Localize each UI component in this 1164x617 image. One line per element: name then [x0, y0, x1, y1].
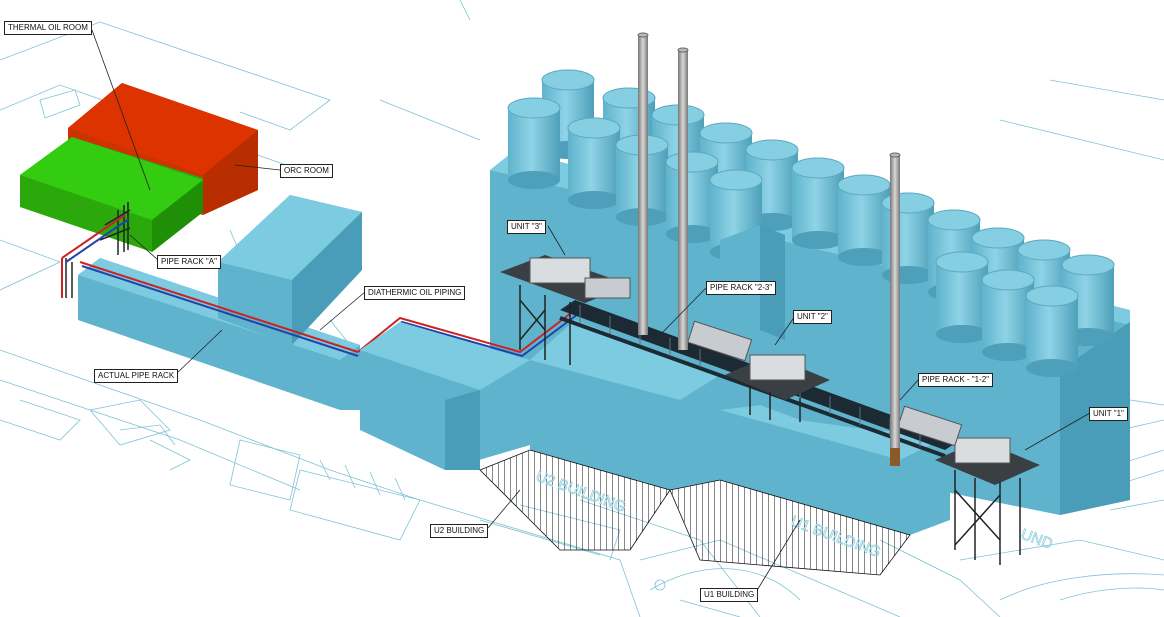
und-ghost-text: UND	[1019, 526, 1056, 553]
leader-lines	[91, 29, 1091, 593]
exhaust-stacks	[637, 32, 901, 466]
tank	[935, 251, 989, 343]
unit-1-label: UNIT "1"	[1089, 407, 1128, 421]
central-buildings	[360, 320, 950, 535]
tank	[507, 97, 561, 189]
stack-unit-2	[677, 47, 689, 350]
u1-building-footprint	[669, 479, 911, 576]
tank	[567, 117, 621, 209]
actual-pipe-rack-label: ACTUAL PIPE RACK	[94, 369, 179, 383]
stack-unit-3	[637, 32, 649, 335]
u2-building-label: U2 BUILDING	[430, 524, 489, 538]
unit-2-label: UNIT "2"	[793, 310, 832, 324]
tank	[1025, 285, 1079, 377]
unit-3-label: UNIT "3"	[507, 220, 546, 234]
stack-unit-1	[889, 152, 901, 466]
unit-3-structure	[500, 255, 631, 365]
thermal-oil-room	[20, 137, 203, 252]
pipe-rack-a-label: PIPE RACK "A"	[157, 255, 221, 269]
pipe-rack-2-3-label: PIPE RACK "2-3"	[706, 281, 777, 295]
u1-building-label: U1 BUILDING	[700, 588, 759, 602]
pipe-rack-a	[65, 202, 131, 298]
u2-building-footprint	[479, 449, 671, 551]
unit-2-structure	[687, 320, 830, 422]
diathermic-oil-piping-label: DIATHERMIC OIL PIPING	[364, 286, 466, 300]
pipe-rack-1-2-label: PIPE RACK - "1-2"	[918, 373, 994, 387]
unit-1-structure	[897, 405, 1040, 565]
tank	[791, 157, 845, 249]
tank	[881, 192, 935, 284]
thermal-oil-room-label: THERMAL OIL ROOM	[4, 21, 92, 35]
orc-room-label: ORC ROOM	[280, 164, 333, 178]
tank	[981, 269, 1035, 361]
building-block	[218, 195, 362, 345]
tank	[837, 174, 891, 266]
